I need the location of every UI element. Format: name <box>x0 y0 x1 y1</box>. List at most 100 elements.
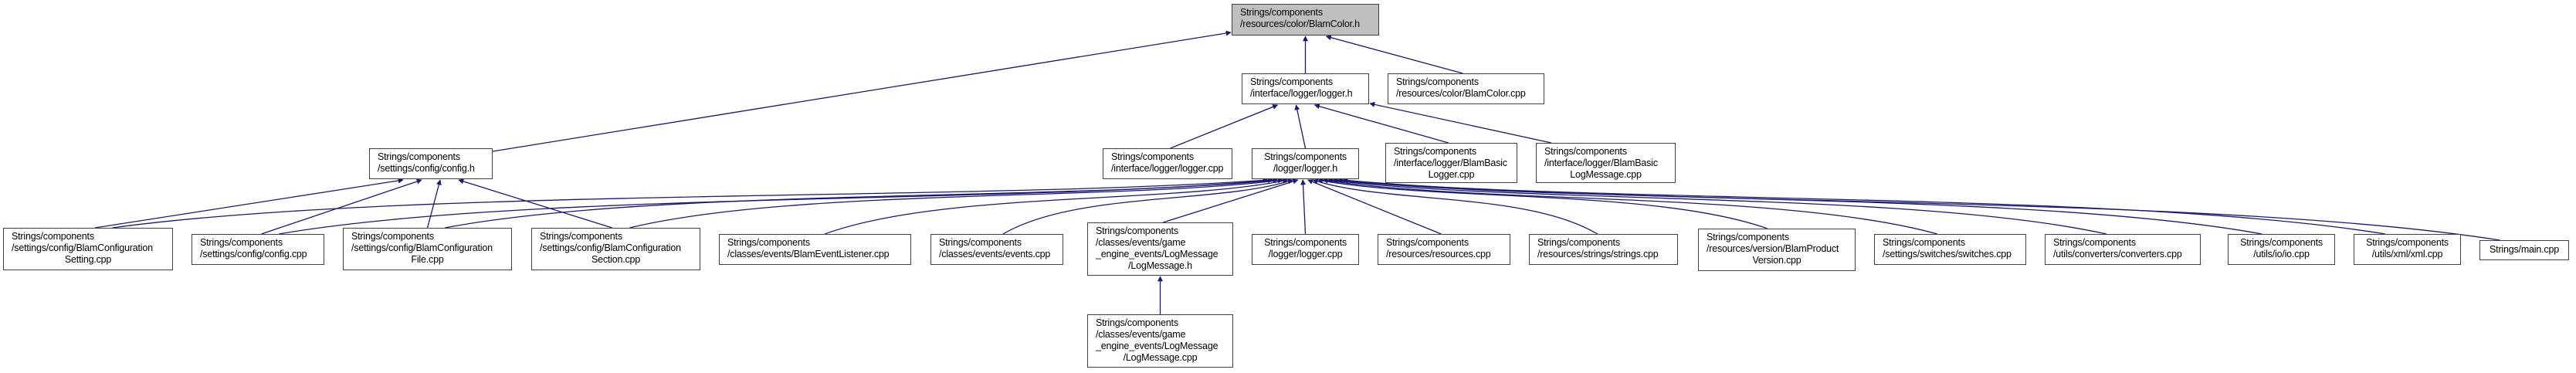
graph-node-main-cpp[interactable]: Strings/main.cpp <box>2479 240 2569 260</box>
edge-blamproductversion-cpp-to-logger-logger-h <box>1317 178 1768 229</box>
node-label-line: Strings/components <box>12 231 94 242</box>
graph-node-blameventlistener-cpp[interactable]: Strings/components/classes/events/BlamEv… <box>719 234 911 265</box>
edge-logger-logger-h-to-interface-logger-h <box>1294 104 1307 149</box>
node-label-line: _engine_events/LogMessage <box>1096 249 1219 259</box>
node-label-line: /settings/config/config.cpp <box>200 249 307 259</box>
edge-events-cpp-to-logger-logger-h <box>1002 178 1293 235</box>
graph-node-blamconfigsetting-cpp[interactable]: Strings/components/settings/config/BlamC… <box>3 228 173 270</box>
node-label-line: /utils/converters/converters.cpp <box>2053 249 2182 259</box>
node-label-line: /resources/version/BlamProduct <box>1707 243 1839 254</box>
node-label-line: Strings/components <box>1394 146 1476 157</box>
graph-node-blamconfigfile-cpp[interactable]: Strings/components/settings/config/BlamC… <box>343 228 512 270</box>
graph-node-io-cpp[interactable]: Strings/components/utils/io/io.cpp <box>2228 234 2335 265</box>
graph-node-blamcolor-cpp[interactable]: Strings/components/resources/color/BlamC… <box>1388 73 1544 104</box>
edge-io-cpp-to-logger-logger-h <box>1332 178 2262 235</box>
edge-main-cpp-to-logger-logger-h <box>1342 178 2500 241</box>
edge-blamconfigsection-cpp-to-logger-logger-h <box>629 178 1284 229</box>
node-label-line: _engine_events/LogMessage <box>1096 341 1219 351</box>
graph-node-config-h[interactable]: Strings/components/settings/config/confi… <box>369 148 493 179</box>
node-label-line: Strings/components <box>378 151 460 162</box>
graph-node-interface-logger-cpp[interactable]: Strings/components/interface/logger/logg… <box>1103 148 1232 179</box>
node-label-line: /interface/logger/BlamBasic <box>1544 158 1658 168</box>
node-label-line: Strings/components <box>1096 225 1178 236</box>
graph-node-logmessage-cpp[interactable]: Strings/components/classes/events/game_e… <box>1087 314 1233 368</box>
node-label-line: LogMessage.cpp <box>1570 169 1642 180</box>
node-label-line: Strings/components <box>1883 237 1965 248</box>
node-label-line: /resources/color/BlamColor.cpp <box>1396 88 1526 99</box>
graph-node-switches-cpp[interactable]: Strings/components/settings/switches/swi… <box>1874 234 2026 265</box>
node-label-line: /interface/logger/logger.h <box>1250 88 1353 99</box>
edge-blamcolor-cpp-to-blamcolor-h <box>1325 35 1463 74</box>
edge-resources-cpp-to-logger-logger-h <box>1307 179 1442 235</box>
edge-blamconfigfile-cpp-to-logger-logger-h <box>445 178 1279 229</box>
edge-converters-cpp-to-logger-logger-h <box>1327 178 2107 235</box>
edge-blambasiclogmessage-cpp-to-interface-logger-h <box>1369 101 1552 144</box>
node-label-line: /LogMessage.h <box>1128 260 1192 271</box>
node-label-line: /logger/logger.h <box>1273 163 1337 174</box>
node-label-line: /resources/strings/strings.cpp <box>1537 249 1659 259</box>
node-label-line: /LogMessage.cpp <box>1123 352 1198 363</box>
edge-interface-logger-cpp-to-interface-logger-h <box>1170 104 1279 149</box>
node-label-line: /utils/xml/xml.cpp <box>2371 249 2443 259</box>
node-label-line: /interface/logger/logger.cpp <box>1111 163 1224 174</box>
node-label-line: Strings/components <box>727 237 810 248</box>
node-label-line: Strings/components <box>200 237 283 248</box>
graph-node-events-cpp[interactable]: Strings/components/classes/events/events… <box>930 234 1063 265</box>
node-label-line: Strings/components <box>2240 237 2323 248</box>
node-label-line: Strings/components <box>2366 237 2449 248</box>
node-label-line: File.cpp <box>411 254 444 265</box>
graph-node-blamcolor-h[interactable]: Strings/components/resources/color/BlamC… <box>1232 4 1379 36</box>
edge-logger-logger-cpp-to-logger-logger-h <box>1300 179 1307 235</box>
node-label-line: Strings/components <box>540 231 622 242</box>
node-label-line: /settings/config/BlamConfiguration <box>12 242 153 253</box>
graph-node-logmessage-h[interactable]: Strings/components/classes/events/game_e… <box>1087 222 1233 276</box>
node-label-line: /resources/color/BlamColor.h <box>1240 19 1360 29</box>
graph-node-config-cpp[interactable]: Strings/components/settings/config/confi… <box>192 234 324 265</box>
edge-blamconfigsetting-cpp-to-config-h <box>94 178 404 229</box>
node-label-line: /settings/config/BlamConfiguration <box>351 242 493 253</box>
node-label-line: /classes/events/game <box>1096 329 1186 340</box>
graph-node-blambasiclogmessage-cpp[interactable]: Strings/components/interface/logger/Blam… <box>1536 143 1676 183</box>
graph-node-logger-logger-cpp[interactable]: Strings/components/logger/logger.cpp <box>1252 234 1359 265</box>
node-label-line: /settings/switches/switches.cpp <box>1883 249 2012 259</box>
node-label-line: /interface/logger/BlamBasic <box>1394 158 1507 168</box>
node-label-line: /settings/config/BlamConfiguration <box>540 242 681 253</box>
node-label-line: /classes/events/events.cpp <box>939 249 1051 259</box>
graph-node-logger-logger-h[interactable]: Strings/components/logger/logger.h <box>1252 148 1359 179</box>
graph-node-blamconfigsection-cpp[interactable]: Strings/components/settings/config/BlamC… <box>531 228 700 270</box>
node-label-line: /logger/logger.cpp <box>1268 249 1343 259</box>
node-label-line: /resources/resources.cpp <box>1386 249 1491 259</box>
graph-node-xml-cpp[interactable]: Strings/components/utils/xml/xml.cpp <box>2354 234 2461 265</box>
node-label-line: Strings/components <box>1544 146 1627 157</box>
graph-node-interface-logger-h[interactable]: Strings/components/interface/logger/logg… <box>1242 73 1369 104</box>
edge-blambasiclogger-cpp-to-interface-logger-h <box>1313 103 1449 144</box>
node-label-line: Strings/components <box>2053 237 2136 248</box>
graph-node-strings-cpp[interactable]: Strings/components/resources/strings/str… <box>1529 234 1678 265</box>
node-label-line: Strings/components <box>1396 76 1479 87</box>
node-label-line: Strings/components <box>1264 151 1347 162</box>
edge-blameventlistener-cpp-to-logger-logger-h <box>824 178 1289 235</box>
node-label-line: /classes/events/BlamEventListener.cpp <box>727 249 890 259</box>
graph-node-resources-cpp[interactable]: Strings/components/resources/resources.c… <box>1378 234 1510 265</box>
edge-blamconfigsetting-cpp-to-logger-logger-h <box>112 177 1269 229</box>
edge-config-h-to-blamcolor-h <box>492 30 1232 152</box>
edge-config-cpp-to-config-h <box>261 178 422 235</box>
node-label-line: Strings/components <box>1240 7 1323 18</box>
node-label-line: Strings/components <box>1386 237 1469 248</box>
node-label-line: /settings/config/config.h <box>378 163 475 174</box>
node-label-line: Logger.cpp <box>1428 169 1475 180</box>
node-label-line: Strings/main.cpp <box>2490 244 2559 255</box>
node-label-line: Strings/components <box>1707 232 1789 242</box>
edge-blamconfigsection-cpp-to-config-h <box>458 178 612 229</box>
node-label-line: Strings/components <box>1264 237 1347 248</box>
node-label-line: Strings/components <box>1250 76 1333 87</box>
node-label-line: Strings/components <box>1096 317 1178 328</box>
node-label-line: /utils/io/io.cpp <box>2253 249 2310 259</box>
node-label-line: Section.cpp <box>591 254 641 265</box>
graph-node-blambasiclogger-cpp[interactable]: Strings/components/interface/logger/Blam… <box>1385 143 1517 183</box>
graph-node-converters-cpp[interactable]: Strings/components/utils/converters/conv… <box>2045 234 2201 265</box>
graph-node-blamproductversion-cpp[interactable]: Strings/components/resources/version/Bla… <box>1698 229 1856 271</box>
node-label-line: Strings/components <box>1111 151 1194 162</box>
node-label-line: Version.cpp <box>1752 255 1802 266</box>
